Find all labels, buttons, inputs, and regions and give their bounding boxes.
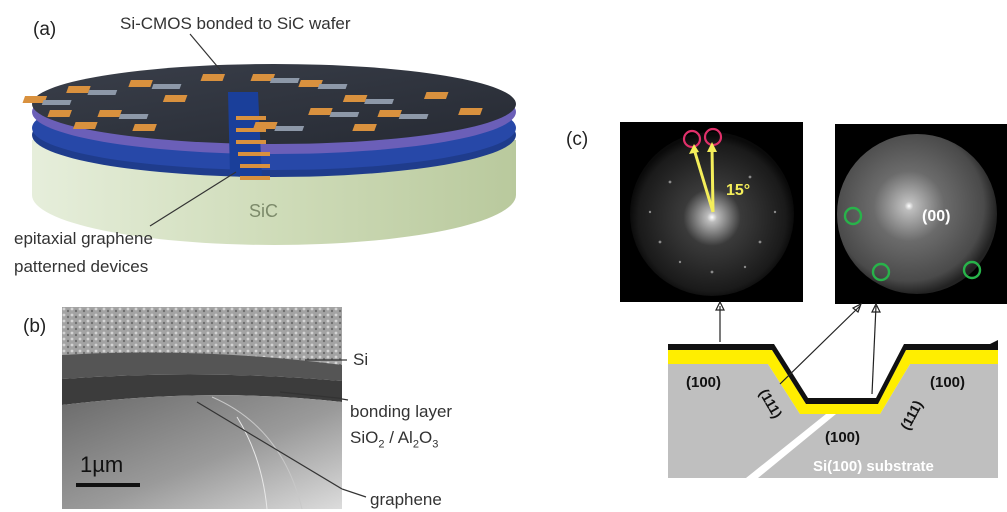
facet-right-top: (100) (930, 374, 966, 391)
title-callout-line (189, 33, 223, 73)
graphene-devices-label-1: epitaxial graphene (14, 229, 153, 248)
al2o3-text: / Al (384, 428, 413, 447)
sem-substrate (62, 395, 342, 509)
panel-a-letter: (a) (33, 19, 57, 40)
al2-sub: 2 (412, 438, 419, 451)
substrate-cross-section (668, 300, 998, 478)
cmos-pads (22, 74, 483, 131)
bonding-layer-label: bonding layer (350, 402, 453, 421)
cutaway (228, 92, 262, 178)
graphene-label: graphene (370, 490, 442, 509)
scale-bar (76, 483, 140, 487)
leed-green-spot-3 (962, 260, 982, 280)
spot-00-label: (00) (922, 208, 951, 225)
leed-green-spot-1 (843, 206, 863, 226)
panel-c-letter: (c) (566, 129, 589, 150)
sic-label: SiC (249, 201, 279, 221)
bonding-layer-composition: SiO2 / Al2O3 (350, 428, 438, 450)
substrate-label: Si(100) substrate (813, 458, 934, 475)
angle-label: 15° (726, 182, 751, 199)
yellow-layer (668, 350, 998, 414)
facet-left-top: (100) (686, 374, 722, 391)
sio2-sub: 2 (378, 438, 385, 451)
graphene-callout-line (149, 171, 237, 227)
graphene-devices-label-2: patterned devices (14, 257, 149, 276)
black-top-layer (668, 340, 998, 404)
wafer-illustration (22, 33, 516, 245)
leed-pattern-left (620, 122, 803, 302)
graphene-devices (236, 116, 270, 180)
sem-bonding-layer (62, 374, 342, 405)
leed-green-spot-2 (871, 262, 891, 282)
sio2-text: SiO (350, 428, 379, 447)
facet-bottom: (100) (825, 429, 861, 446)
scale-bar-label: 1µm (80, 452, 124, 477)
leed-red-spot-1 (682, 129, 702, 149)
sem-image (62, 307, 342, 509)
leed-pattern-right (835, 124, 1007, 304)
panel-b-letter: (b) (23, 316, 47, 337)
o3-sub: 3 (432, 438, 439, 451)
si-label: Si (353, 350, 369, 369)
o3-text: O (418, 428, 433, 447)
panel-a-title: Si-CMOS bonded to SiC wafer (120, 14, 351, 33)
si-substrate (668, 364, 998, 478)
